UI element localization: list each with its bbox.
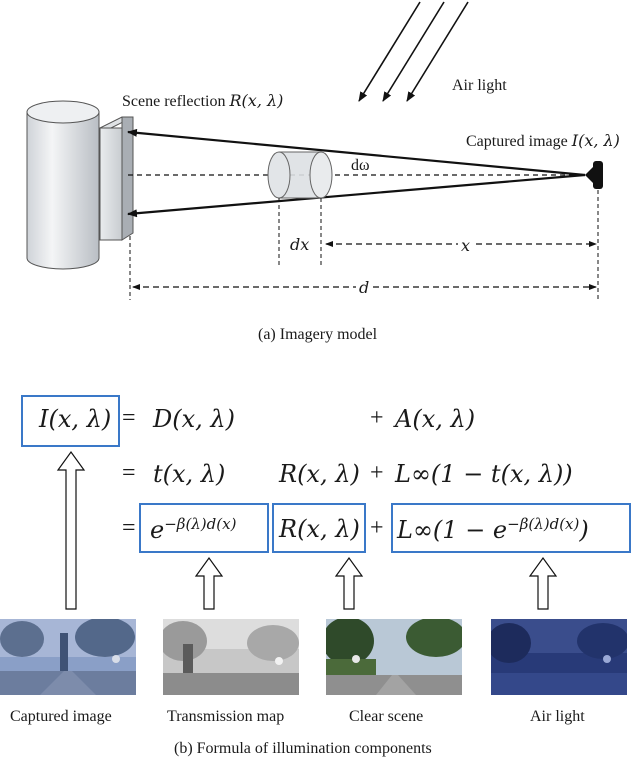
- row2-term3: L∞(1 − t(x, λ)): [395, 460, 573, 488]
- x-label: x: [458, 236, 474, 255]
- row2-term1: t(x, λ): [153, 460, 226, 488]
- row3-equals: =: [122, 515, 136, 541]
- volume-element-icon: [267, 151, 333, 199]
- imagery-caption: (a) Imagery model: [258, 326, 378, 343]
- captured-image-label: Captured image I(x, λ): [466, 131, 620, 150]
- air-light-label-b: Air light: [530, 708, 585, 725]
- row2-plus: +: [370, 460, 384, 486]
- row3-term2: R(x, λ): [279, 515, 360, 543]
- row1-plus: +: [370, 405, 384, 431]
- transmission-map-thumbnail: [163, 619, 299, 695]
- transmission-map-label: Transmission map: [167, 708, 285, 725]
- captured-image-label-b: Captured image: [10, 708, 112, 725]
- clear-up-arrow-icon: [334, 556, 364, 610]
- clear-scene-box: [272, 503, 366, 553]
- air-light-up-arrow-icon: [528, 556, 558, 610]
- row2-term2: R(x, λ): [279, 460, 360, 488]
- transmission-box: [139, 503, 269, 553]
- air-light-thumbnail: [491, 619, 627, 695]
- domega-label: dω: [351, 157, 370, 174]
- air-light-label: Air light: [452, 77, 507, 94]
- row2-equals: =: [122, 460, 136, 486]
- row3-term1: e−β(λ)d(x): [150, 515, 237, 544]
- captured-up-arrow-icon: [56, 450, 86, 610]
- scene-object-icon: [26, 100, 134, 270]
- air-light-arrows-icon: [358, 1, 469, 102]
- row3-plus: +: [370, 515, 384, 541]
- lhs-box: [21, 395, 120, 447]
- captured-image-thumbnail: [0, 619, 136, 695]
- clear-scene-label: Clear scene: [349, 708, 424, 725]
- imagery-model-diagram: [26, 1, 603, 300]
- formula-frames: [21, 395, 631, 610]
- air-light-box: [391, 503, 631, 553]
- row1-term1: D(x, λ): [153, 405, 235, 433]
- d-label: d: [356, 278, 373, 297]
- lhs-term: I(x, λ): [39, 405, 112, 433]
- clear-scene-thumbnail: [326, 619, 462, 695]
- row3-term3: L∞(1 − e−β(λ)d(x)): [397, 515, 589, 544]
- camera-icon: [585, 161, 603, 189]
- dx-label: dx: [290, 235, 310, 254]
- transmission-up-arrow-icon: [194, 556, 224, 610]
- row1-term2: A(x, λ): [395, 405, 476, 433]
- upper-ray-line: [127, 128, 586, 177]
- row1-equals: =: [122, 405, 136, 431]
- lower-ray-line: [127, 173, 586, 218]
- formula-caption: (b) Formula of illumination components: [174, 740, 432, 757]
- scene-reflection-label: Scene reflection R(x, λ): [122, 91, 284, 110]
